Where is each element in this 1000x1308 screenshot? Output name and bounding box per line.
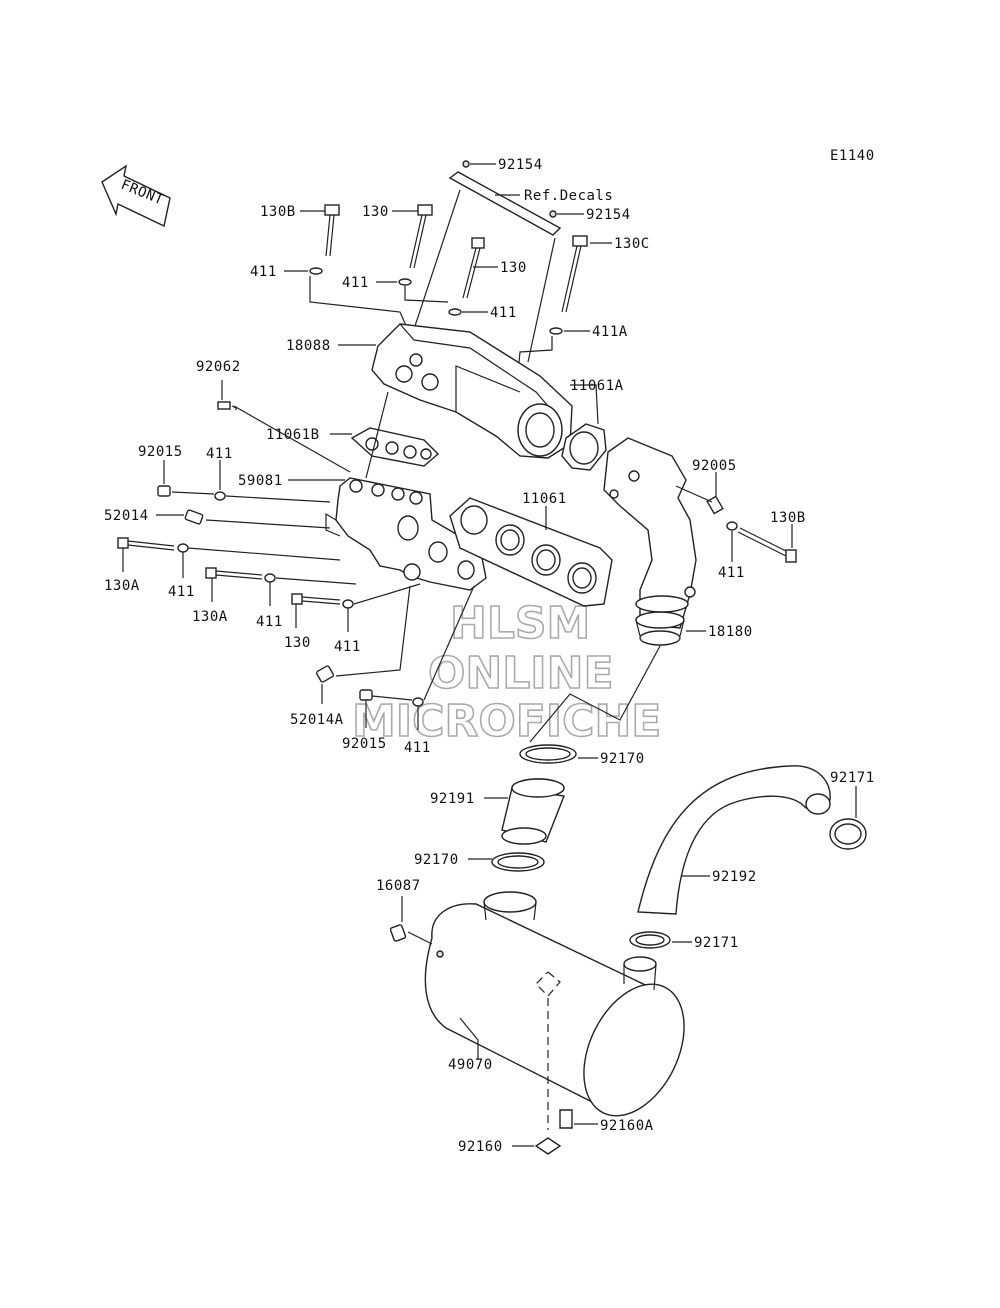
- clamp-92171-b: [629, 931, 671, 949]
- bolt-130-top: [409, 204, 433, 269]
- label-411a: 411A: [592, 324, 628, 340]
- label-130a-b: 130A: [192, 609, 228, 625]
- washer-411-g: [342, 599, 354, 609]
- clamp-92171-a: [829, 818, 867, 850]
- washer-411-b: [398, 278, 412, 286]
- bolt-130b-right: [737, 527, 797, 563]
- plug-92062: [217, 401, 231, 410]
- label-92062: 92062: [196, 359, 241, 375]
- label-52014a: 52014A: [290, 712, 344, 728]
- label-92171-b: 92171: [694, 935, 739, 951]
- label-92191: 92191: [430, 791, 475, 807]
- watermark-line-1: HLSM: [450, 598, 590, 649]
- label-92015-b: 92015: [342, 736, 387, 752]
- label-92154-a: 92154: [498, 157, 543, 173]
- label-92171-a: 92171: [830, 770, 875, 786]
- nut-92015-a: [157, 485, 171, 497]
- bolt-130a-b: [205, 567, 263, 580]
- manifold-gasket-11061: [449, 497, 613, 607]
- label-92015-a: 92015: [138, 444, 183, 460]
- label-18180: 18180: [708, 624, 753, 640]
- washer-411-f: [264, 573, 276, 583]
- washer-411-e: [177, 543, 189, 553]
- label-411-d: 411: [206, 446, 233, 462]
- label-130b-top: 130B: [260, 204, 296, 220]
- washer-411a: [549, 327, 563, 335]
- gasket-11061a: [561, 423, 607, 471]
- washer-411-right: [726, 521, 738, 531]
- label-130a-a: 130A: [104, 578, 140, 594]
- label-411-right: 411: [718, 565, 745, 581]
- label-130c: 130C: [614, 236, 650, 252]
- label-411-c: 411: [490, 305, 517, 321]
- washer-411-d: [214, 491, 226, 501]
- exhaust-pipe-18180: [603, 437, 697, 646]
- sensor-52014a: [315, 665, 335, 683]
- label-92192: 92192: [712, 869, 757, 885]
- label-92154-b: 92154: [586, 207, 631, 223]
- bolt-130-mid: [462, 237, 485, 299]
- bolt-130-low: [291, 593, 341, 605]
- label-411-e: 411: [168, 584, 195, 600]
- fitting-16087: [389, 924, 407, 942]
- washer-411-h: [412, 697, 424, 707]
- hose-92191: [501, 778, 565, 845]
- watermark: HLSM ONLINE MICROFICHE: [351, 597, 662, 748]
- label-92170-a: 92170: [600, 751, 645, 767]
- label-18088: 18088: [286, 338, 331, 354]
- pad-92160a: [559, 1109, 573, 1129]
- label-16087: 16087: [376, 878, 421, 894]
- label-92160a: 92160A: [600, 1118, 654, 1134]
- sensor-52014: [184, 509, 204, 525]
- label-411-b: 411: [342, 275, 369, 291]
- pad-92160: [534, 1137, 562, 1155]
- label-411-a: 411: [250, 264, 277, 280]
- watermark-line-3: MICROFICHE: [352, 696, 661, 747]
- label-11061a: 11061A: [570, 378, 624, 394]
- label-130-top: 130: [362, 204, 389, 220]
- clamp-92170-a: [519, 744, 577, 764]
- label-411-f: 411: [256, 614, 283, 630]
- bolt-130c: [561, 235, 588, 313]
- exhaust-manifold-59081: [325, 477, 487, 591]
- clamp-92170-b: [491, 852, 545, 872]
- label-130b-right: 130B: [770, 510, 806, 526]
- washer-411-a: [309, 267, 323, 275]
- label-411-h: 411: [404, 740, 431, 756]
- gasket-11061b: [350, 427, 440, 467]
- label-92005: 92005: [692, 458, 737, 474]
- label-52014: 52014: [104, 508, 149, 524]
- diagram-code: E1140: [830, 148, 875, 164]
- hose-92192: [637, 765, 831, 915]
- muffler-49070: [424, 891, 685, 1117]
- nut-92015-b: [359, 689, 373, 701]
- watermark-line-2: ONLINE: [428, 648, 614, 699]
- decal-plate: [448, 160, 562, 236]
- manifold-cover-18088: [371, 323, 573, 459]
- label-11061b: 11061B: [266, 427, 320, 443]
- label-92170-b: 92170: [414, 852, 459, 868]
- bolt-130b-top: [324, 204, 340, 257]
- label-130-mid: 130: [500, 260, 527, 276]
- bolt-130a-a: [117, 537, 175, 551]
- label-92160: 92160: [458, 1139, 503, 1155]
- label-49070: 49070: [448, 1057, 493, 1073]
- label-130-low: 130: [284, 635, 311, 651]
- washer-411-c: [448, 308, 462, 316]
- label-59081: 59081: [238, 473, 283, 489]
- label-ref-decals: Ref.Decals: [524, 188, 613, 204]
- label-11061: 11061: [522, 491, 567, 507]
- front-arrow-icon: FRONT: [101, 164, 171, 228]
- fitting-92005: [706, 495, 724, 515]
- label-411-g: 411: [334, 639, 361, 655]
